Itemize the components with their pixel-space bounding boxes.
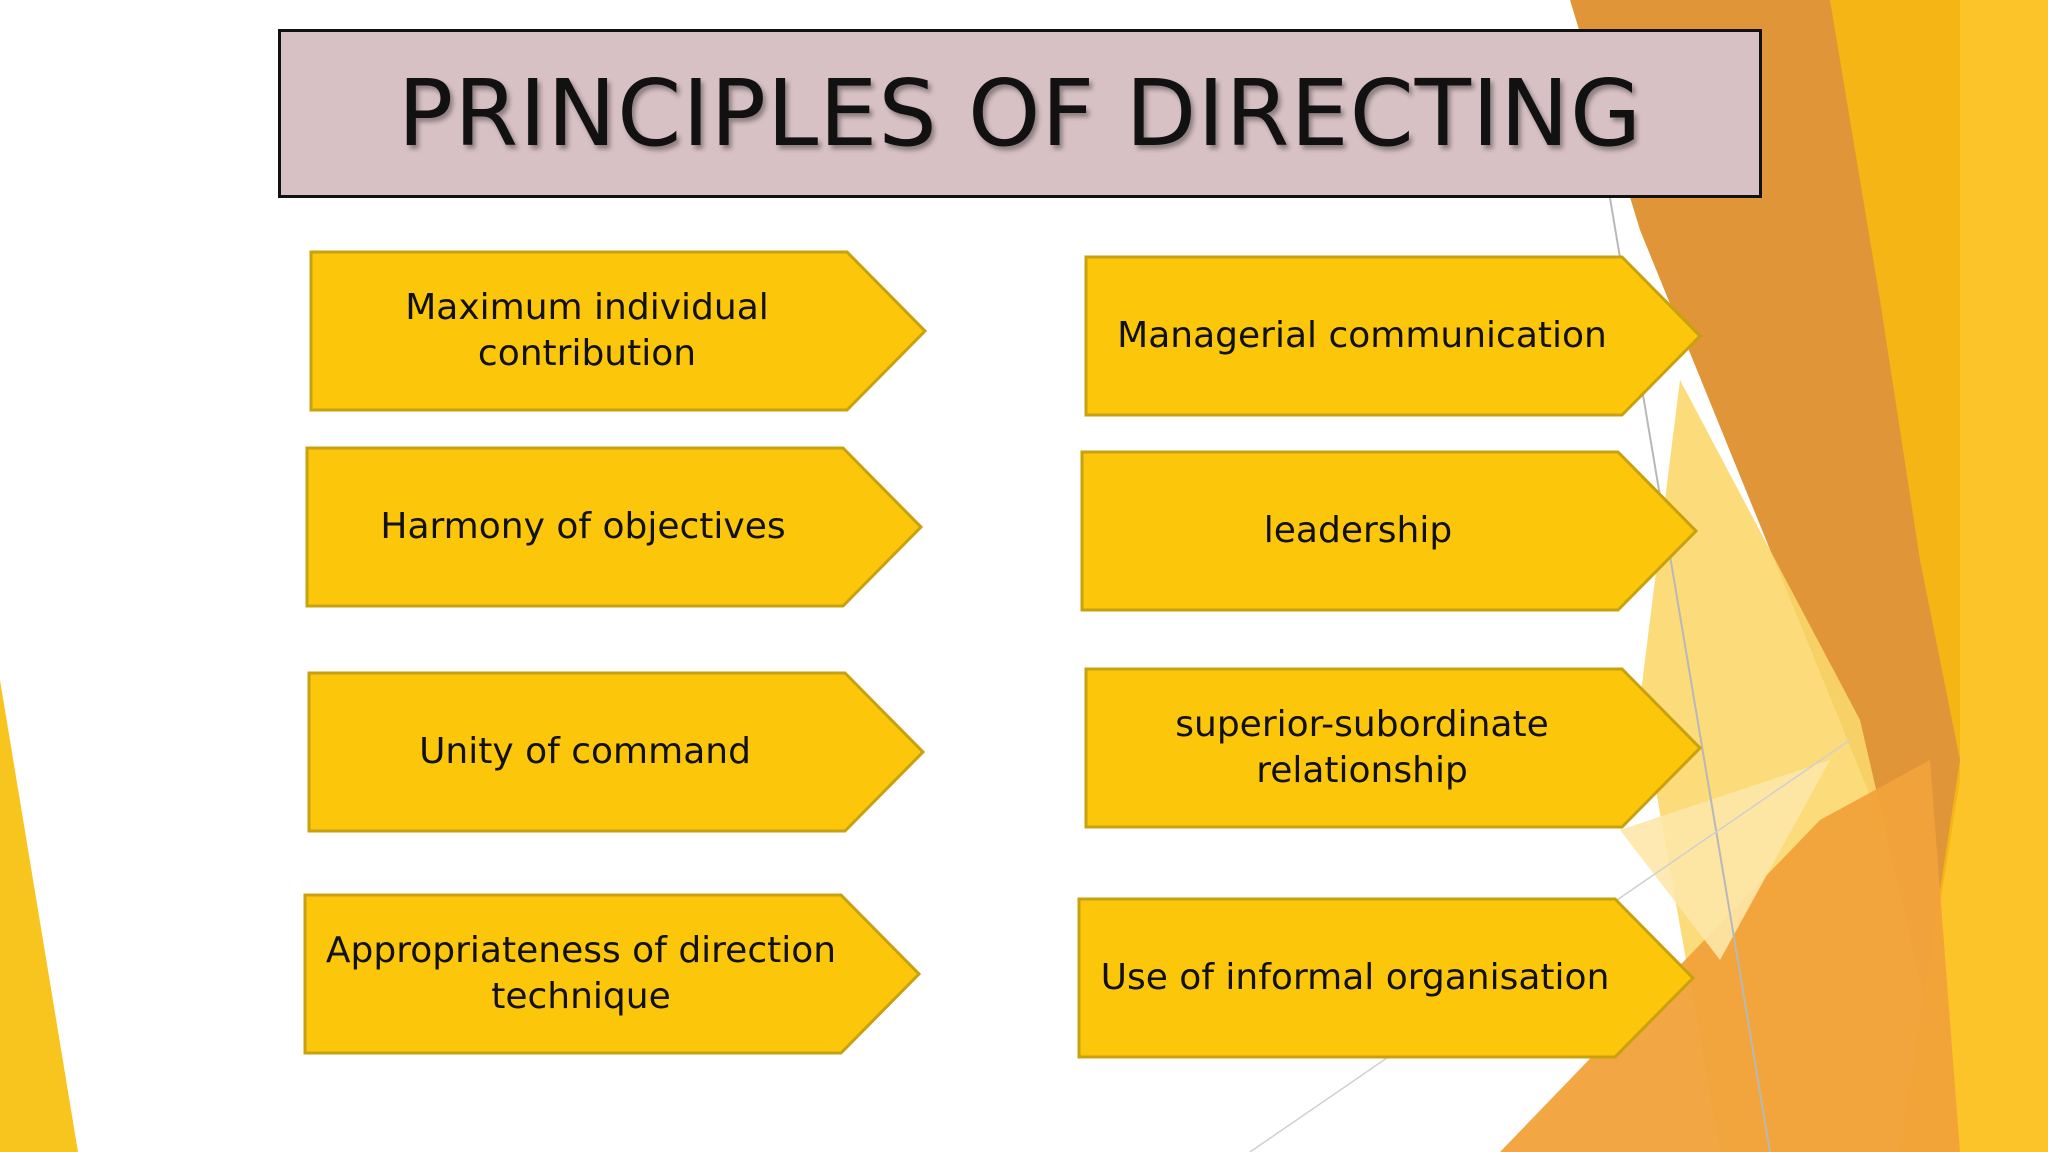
arrow-shape [303, 893, 922, 1055]
principle-label: Maximum individual contribution [405, 287, 769, 374]
arrow-body [1077, 897, 1696, 1059]
arrow-body [1084, 667, 1703, 829]
principle-arrow-left-2: Harmony of objectives [305, 446, 925, 608]
arrow-shape [305, 446, 924, 608]
principle-arrow-right-4: Use of informal organisation [1077, 897, 1697, 1059]
principle-arrow-left-3: Unity of command [307, 671, 927, 833]
arrow-body [309, 250, 928, 412]
arrow-body [307, 671, 926, 833]
arrow-body [1080, 450, 1699, 612]
arrow-shape [1080, 450, 1699, 612]
principle-label: leadership [1263, 510, 1453, 551]
arrow-shape [1084, 255, 1703, 417]
principle-arrow-left-4: Appropriateness of direction technique [303, 893, 923, 1055]
arrow-body [305, 446, 924, 608]
principle-label: Unity of command [419, 731, 751, 772]
principle-arrow-right-1: Managerial communication [1084, 255, 1704, 417]
page-title: PRINCIPLES OF DIRECTING [397, 60, 1643, 167]
left-facet-yellow [0, 680, 78, 1152]
arrow-body [303, 893, 922, 1055]
principle-label: Use of informal organisation [1100, 957, 1610, 998]
arrow-body [1084, 255, 1703, 417]
principle-arrow-right-2: leadership [1080, 450, 1700, 612]
principle-label: Appropriateness of direction technique [325, 930, 837, 1017]
right-facet-bright [1900, 0, 2048, 1152]
principle-label: superior-subordinate relationship [1175, 704, 1549, 791]
right-facet-pale [1620, 760, 1830, 960]
principle-arrow-right-3: superior-subordinate relationship [1084, 667, 1704, 829]
arrow-shape [1084, 667, 1703, 829]
principle-label: Harmony of objectives [380, 506, 786, 547]
arrow-shape [307, 671, 926, 833]
principle-arrow-left-1: Maximum individual contribution [309, 250, 929, 412]
title-box: PRINCIPLES OF DIRECTING [278, 29, 1762, 198]
arrow-shape [1077, 897, 1696, 1059]
principle-label: Managerial communication [1117, 315, 1607, 356]
arrow-shape [309, 250, 928, 412]
